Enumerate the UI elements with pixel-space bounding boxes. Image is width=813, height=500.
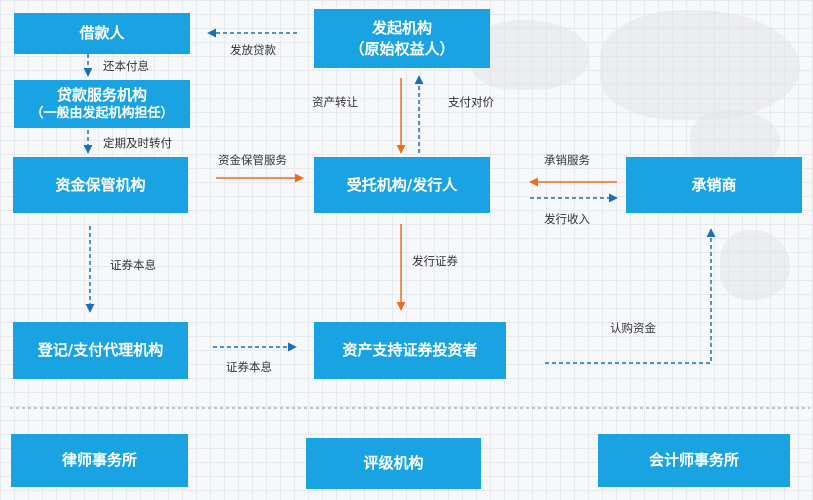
map-background-shape xyxy=(600,10,800,120)
node-originator: 发起机构 （原始权益人） xyxy=(314,9,490,68)
node-custodian-label: 资金保管机构 xyxy=(55,175,146,194)
map-background-shape xyxy=(470,20,590,90)
node-underwriter: 承销商 xyxy=(626,157,802,213)
edge-label-loan-disbursement: 发放贷款 xyxy=(230,43,276,57)
map-background-shape xyxy=(720,230,790,300)
node-servicer-sublabel: （一般由发起机构担任） xyxy=(30,106,174,122)
node-accounting-firm: 会计师事务所 xyxy=(598,434,790,487)
node-investors: 资产支持证券投资者 xyxy=(314,322,506,379)
node-underwriter-label: 承销商 xyxy=(691,175,737,194)
arrow-subscription-funds xyxy=(545,228,716,364)
edge-label-underwriting-service: 承销服务 xyxy=(544,153,590,167)
node-registrar: 登记/支付代理机构 xyxy=(13,322,188,379)
node-trustee: 受托机构/发行人 xyxy=(314,157,490,213)
node-rating-agency-label: 评级机构 xyxy=(363,454,424,473)
node-originator-sublabel: （原始权益人） xyxy=(349,39,455,58)
edge-label-issuance-income: 发行收入 xyxy=(544,212,590,226)
node-investors-label: 资产支持证券投资者 xyxy=(342,341,478,360)
node-law-firm-label: 律师事务所 xyxy=(61,451,137,470)
node-accounting-firm-label: 会计师事务所 xyxy=(648,451,739,470)
edge-label-asset-transfer: 资产转让 xyxy=(312,95,358,109)
node-rating-agency: 评级机构 xyxy=(306,438,481,489)
edge-label-issue-securities: 发行证券 xyxy=(412,254,458,268)
edge-label-custody-service: 资金保管服务 xyxy=(218,153,287,167)
edge-label-pay-consideration: 支付对价 xyxy=(448,95,494,109)
edge-label-securities-interest-2: 证券本息 xyxy=(226,360,272,374)
node-borrower: 借款人 xyxy=(14,13,190,54)
node-law-firm: 律师事务所 xyxy=(11,434,188,487)
node-borrower-label: 借款人 xyxy=(79,24,125,43)
node-custodian: 资金保管机构 xyxy=(13,157,188,213)
edge-label-repay: 还本付息 xyxy=(103,59,149,73)
edge-label-subscription-funds: 认购资金 xyxy=(610,321,656,335)
edge-label-securities-interest-1: 证券本息 xyxy=(110,258,156,272)
node-originator-label: 发起机构 xyxy=(371,19,432,38)
node-registrar-label: 登记/支付代理机构 xyxy=(37,341,164,360)
edge-label-regular-transfer: 定期及时转付 xyxy=(103,136,172,150)
node-trustee-label: 受托机构/发行人 xyxy=(346,175,458,194)
node-servicer-label: 贷款服务机构 xyxy=(56,86,147,105)
node-servicer: 贷款服务机构 （一般由发起机构担任） xyxy=(14,80,190,128)
